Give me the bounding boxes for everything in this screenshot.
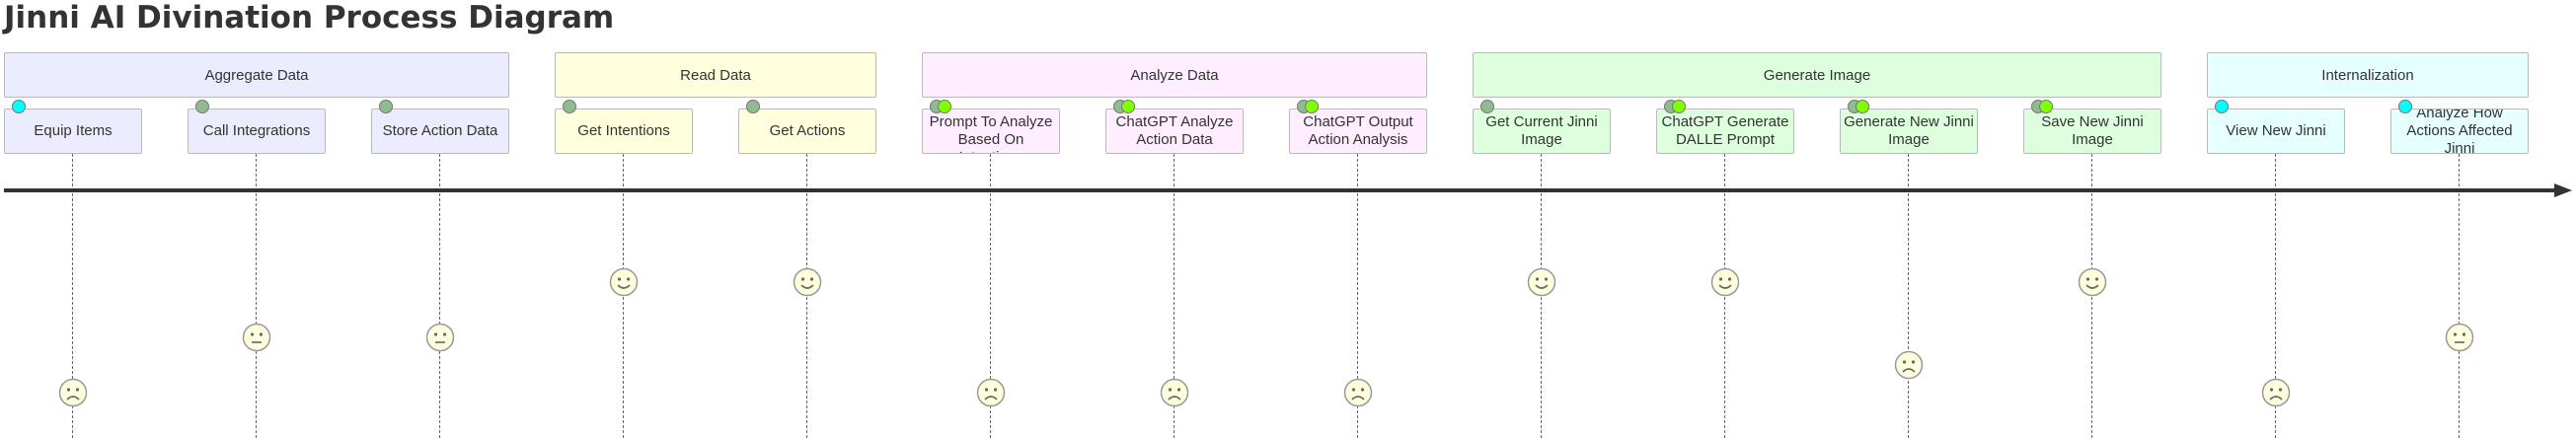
task-label: View New Jinni (2226, 122, 2326, 139)
actor-dot-green (1121, 100, 1135, 113)
task-box: ChatGPT Generate DALLE Prompt (1656, 109, 1794, 154)
actor-dot-gray (379, 100, 393, 113)
actor-dot-cyan (12, 100, 26, 113)
task-box: Store Action Data (371, 109, 509, 154)
task-label: ChatGPT Create Prompt To Analyze Based O… (929, 110, 1053, 153)
task-box: Get Intentions (555, 109, 693, 154)
task-box: Generate New Jinni Image (1840, 109, 1978, 154)
task-label: Save New Jinni Image (2041, 113, 2144, 148)
neutral-face-icon (2445, 323, 2474, 352)
task-label: Generate New Jinni Image (1844, 113, 1974, 148)
task-box: Save New Jinni Image (2023, 109, 2161, 154)
sad-face-icon (976, 378, 1006, 407)
task-box: ChatGPT Output Action Analysis (1289, 109, 1427, 154)
section-header: Internalization (2207, 52, 2529, 98)
task-guide-line (990, 154, 991, 438)
task-guide-line (72, 154, 73, 438)
task-box: Get Actions (738, 109, 876, 154)
timeline-arrow (4, 183, 2572, 197)
task-label: Get Intentions (577, 122, 670, 139)
task-box: ChatGPT Analyze Action Data (1105, 109, 1244, 154)
happy-face-icon (2078, 267, 2107, 297)
task-guide-line (1908, 154, 1909, 438)
task-guide-line (439, 154, 440, 438)
task-box: View New Jinni (2207, 109, 2345, 154)
task-guide-line (2459, 154, 2460, 438)
task-label: Equip Items (34, 122, 113, 139)
section-header: Aggregate Data (4, 52, 509, 98)
task-label: ChatGPT Output Action Analysis (1303, 113, 1413, 148)
task-guide-line (256, 154, 257, 438)
timeline-arrowhead (2554, 183, 2572, 197)
section-header: Analyze Data (922, 52, 1427, 98)
sad-face-icon (58, 378, 88, 407)
section-header: Read Data (555, 52, 876, 98)
task-box: Get Current Jinni Image (1473, 109, 1611, 154)
task-box: Equip Items (4, 109, 142, 154)
happy-face-icon (793, 267, 822, 297)
actor-dot-cyan (2215, 100, 2229, 113)
section-header: Generate Image (1473, 52, 2161, 98)
sad-face-icon (2261, 378, 2291, 407)
actor-dot-gray (563, 100, 576, 113)
happy-face-icon (1710, 267, 1740, 297)
task-guide-line (2275, 154, 2276, 438)
actor-dot-cyan (2398, 100, 2412, 113)
actor-dot-green (1856, 100, 1869, 113)
actor-dot-green (1305, 100, 1319, 113)
happy-face-icon (609, 267, 639, 297)
task-box: ChatGPT Create Prompt To Analyze Based O… (922, 109, 1060, 154)
actor-dot-green (938, 100, 951, 113)
task-label: ChatGPT Generate DALLE Prompt (1661, 113, 1789, 148)
page-title: Jinni AI Divination Process Diagram (4, 0, 615, 36)
actor-dot-gray (195, 100, 209, 113)
sad-face-icon (1343, 378, 1373, 407)
happy-face-icon (1527, 267, 1556, 297)
task-label: Analyze How Actions Affected Jinni (2406, 109, 2513, 154)
task-label: Get Current Jinni Image (1485, 113, 1598, 148)
task-box: Call Integrations (188, 109, 326, 154)
neutral-face-icon (242, 323, 271, 352)
task-label: Store Action Data (382, 122, 498, 139)
task-label: Get Actions (769, 122, 846, 139)
task-label: ChatGPT Analyze Action Data (1115, 113, 1234, 148)
actor-dot-gray (746, 100, 760, 113)
task-guide-line (1357, 154, 1358, 438)
actor-dot-gray (1480, 100, 1494, 113)
task-label: Call Integrations (202, 122, 311, 139)
actor-dot-green (2039, 100, 2053, 113)
actor-dot-green (1672, 100, 1686, 113)
sad-face-icon (1894, 350, 1924, 380)
sad-face-icon (1160, 378, 1189, 407)
task-box: Analyze How Actions Affected Jinni (2390, 109, 2529, 154)
neutral-face-icon (425, 323, 455, 352)
